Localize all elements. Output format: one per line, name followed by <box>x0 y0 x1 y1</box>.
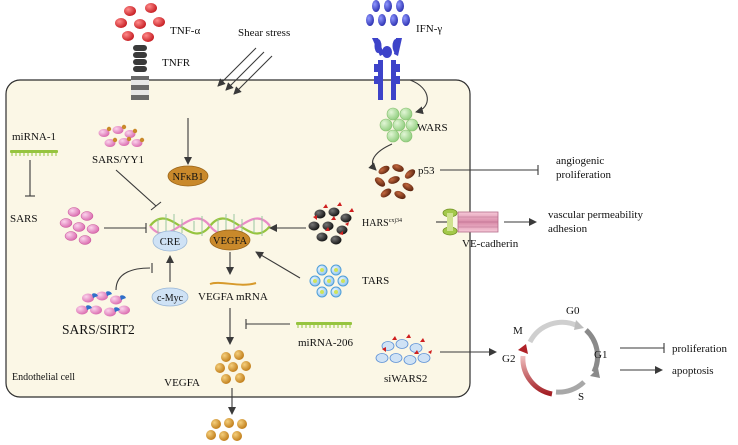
hars-label: HARScxj34 <box>362 218 402 229</box>
tnfr-receptor-icon <box>131 45 149 100</box>
proliferation-label-2: proliferation <box>672 343 727 355</box>
shear-stress-label: Shear stress <box>238 27 290 39</box>
sars-sirt2-label: SARS/SIRT2 <box>62 322 135 337</box>
cell-cycle-icon <box>518 319 600 397</box>
wars-to-p53-arrow <box>368 143 393 171</box>
mirna1-strand <box>10 150 58 156</box>
sars-yy1-inhibit-bar <box>150 201 162 211</box>
wars-label: WARS <box>417 122 448 134</box>
vegfa-mrna-label: VEGFA mRNA <box>198 291 268 303</box>
tars-to-vegfa-arrow <box>255 251 301 279</box>
mirna206-strand <box>296 322 352 328</box>
cre-element <box>152 230 188 252</box>
ifn-gamma-ligand-icon <box>366 0 410 26</box>
p53-label: p53 <box>418 165 435 177</box>
tnf-alpha-ligand-icon <box>115 3 165 42</box>
siwars2-molecules <box>375 334 432 365</box>
mirna206-label: miRNA-206 <box>298 337 354 349</box>
ifn-gamma-label: IFN-γ <box>416 23 442 35</box>
ve-cadherin-icon <box>442 208 499 236</box>
cmyc-protein <box>151 287 189 307</box>
hars-label-text: HARS <box>362 218 389 229</box>
secreted-vegfa-molecules <box>206 418 247 441</box>
vascular-permeability-label: vascular permeability <box>548 209 643 221</box>
s-label: S <box>578 391 584 403</box>
g0-label: G0 <box>566 305 580 317</box>
wars-molecules <box>379 107 419 143</box>
g1-label: G1 <box>594 349 607 361</box>
m-label: M <box>513 325 523 337</box>
sars-yy1-inhibit-line <box>115 169 157 207</box>
sars-label: SARS <box>10 213 38 225</box>
sars-sirt2-inhibit-line <box>115 267 151 291</box>
mirna1-label: miRNA-1 <box>12 131 56 143</box>
angiogenic-label: angiogenic <box>556 155 604 167</box>
vegfa-protein-label: VEGFA <box>164 377 200 389</box>
tars-label: TARS <box>362 275 389 287</box>
cre-label: CRE <box>160 237 180 248</box>
vegfa-protein-molecules <box>215 350 251 384</box>
nfkb1-label: NFκB1 <box>173 172 204 183</box>
endothelial-cell-label: Endothelial cell <box>12 372 75 383</box>
cmyc-label: c-Myc <box>157 293 184 304</box>
ve-cadherin-label: VE-cadherin <box>462 238 519 250</box>
sars-yy1-molecules <box>98 124 145 147</box>
proliferation-label-1: proliferation <box>556 169 611 181</box>
ifn-to-wars-arrow <box>409 79 428 115</box>
tnf-alpha-label: TNF-α <box>170 25 200 37</box>
sars-molecules <box>59 207 100 245</box>
adhesion-label: adhesion <box>548 223 588 235</box>
sars-yy1-label: SARS/YY1 <box>92 154 144 166</box>
p53-molecules <box>374 164 416 200</box>
vegfa-mrna-strand <box>209 281 257 286</box>
apoptosis-label: apoptosis <box>672 365 714 377</box>
hars-molecules <box>308 202 354 245</box>
siwars2-label: siWARS2 <box>384 373 427 385</box>
nfkb1-protein <box>167 165 209 187</box>
sars-sirt2-molecules <box>76 291 130 317</box>
hars-label-sup: cxj34 <box>389 218 402 224</box>
tnfr-label: TNFR <box>162 57 191 69</box>
tars-molecules <box>309 264 349 298</box>
g2-label: G2 <box>502 353 515 365</box>
ifn-receptor-icon <box>372 38 402 100</box>
shear-stress-arrows <box>217 47 273 95</box>
vegfa-gene <box>209 229 251 251</box>
vegfa-gene-label: VEGFA <box>213 236 248 247</box>
